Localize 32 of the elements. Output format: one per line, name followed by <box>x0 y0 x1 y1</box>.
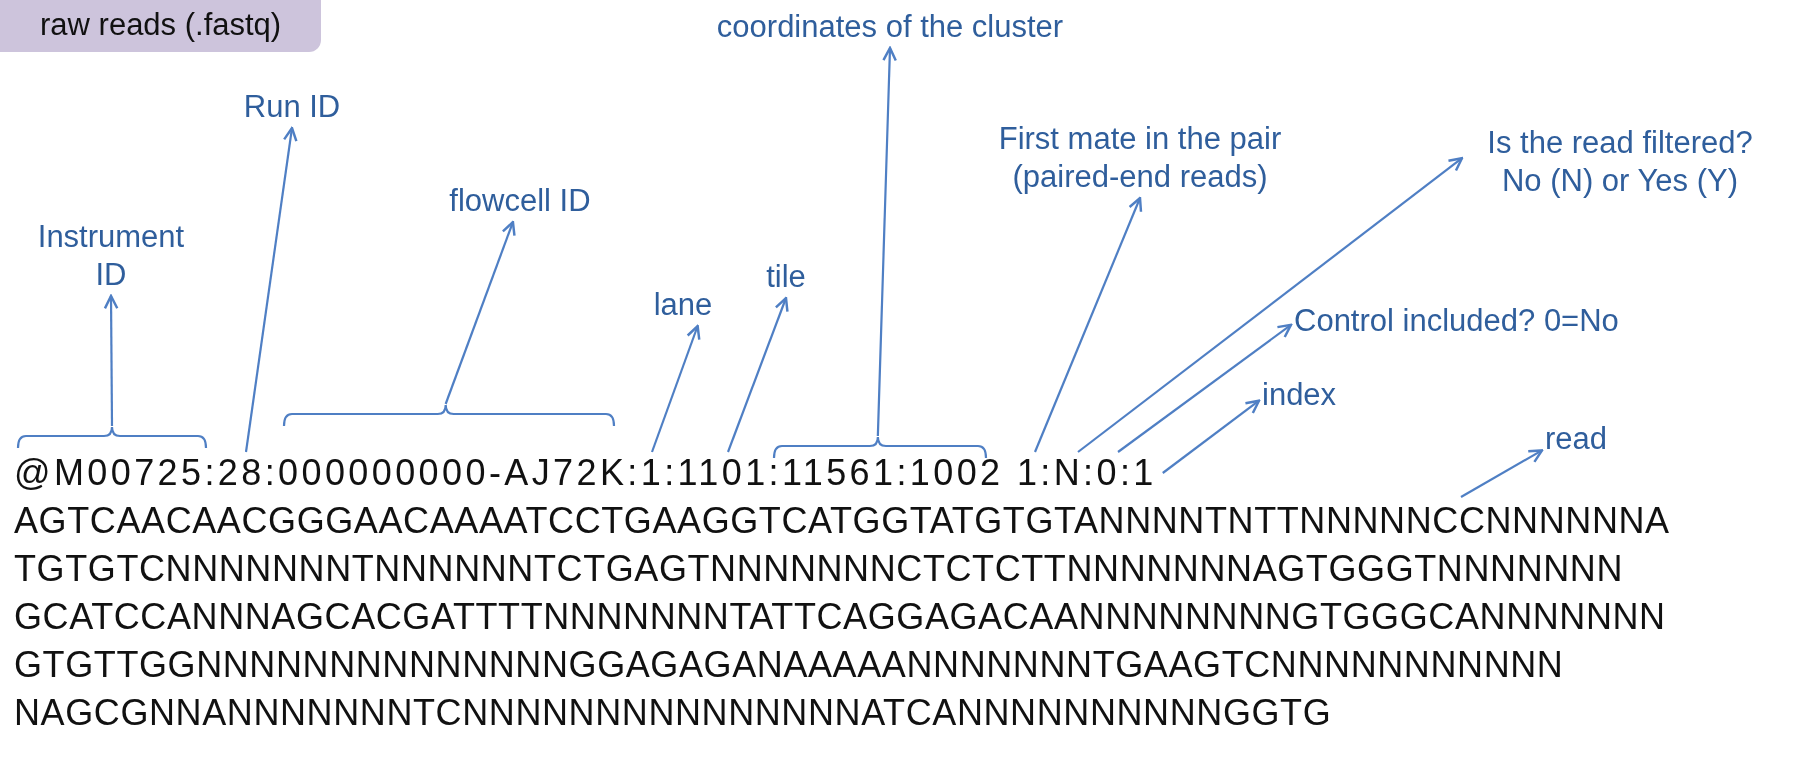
leader-arrow <box>1460 449 1544 498</box>
leader-arrow <box>726 296 789 453</box>
annotation-label: First mate in the pair (paired-end reads) <box>975 120 1305 196</box>
annotation-label: coordinates of the cluster <box>716 8 1064 46</box>
annotation-label: Instrument ID <box>26 218 196 294</box>
annotation-label: Run ID <box>243 88 341 126</box>
sequence-line: TGTGTCNNNNNNNTNNNNNNTCTGAGTNNNNNNNCTCTCTTNNNNNNNAGTGGGTNNNNNNN <box>14 547 1625 591</box>
curly-brace <box>16 426 208 448</box>
annotation-label: lane <box>653 286 713 324</box>
sequence-line: AGTCAACAACGGGAACAAAATCCTGAAGGTCATGGTATGTGTANNNNTNTTNNNNNCCNNNNNNA <box>14 499 1670 543</box>
leader-arrow <box>444 220 516 405</box>
sequence-line: GCATCCANNNAGCACGATTTTNNNNNNNTATTCAGGAGACAANNNNNNNNGTGGGCANNNNNNN <box>14 595 1667 639</box>
annotation-label: read <box>1545 420 1608 458</box>
annotation-label: tile <box>766 258 806 296</box>
annotation-label: Control included? 0=No <box>1294 302 1619 340</box>
leader-arrow <box>244 126 298 453</box>
leader-arrow <box>1162 399 1261 474</box>
read-header-text: @M00725:28:000000000-AJ72K:1:1101:11561:1002 1:N:0:1 <box>14 452 1157 494</box>
annotation-label: index <box>1262 376 1337 414</box>
annotation-label: Is the read filtered? No (N) or Yes (Y) <box>1465 124 1775 200</box>
annotation-label: flowcell ID <box>449 182 591 220</box>
sequence-line: GTGTTGGNNNNNNNNNNNNNNGGAGAGANAAAAANNNNNNNTGAAGTCNNNNNNNNNNN <box>14 643 1565 687</box>
curly-brace <box>282 404 616 426</box>
leader-arrow <box>876 46 897 437</box>
curly-brace <box>772 436 988 458</box>
sequence-line: NAGCGNNANNNNNNNTCNNNNNNNNNNNNNNNATCANNNNNNNNNNGGTG <box>14 691 1333 735</box>
leader-arrow <box>650 324 701 453</box>
leader-arrow <box>1077 156 1464 453</box>
leader-arrow <box>1034 196 1143 453</box>
leader-arrow <box>1117 323 1293 453</box>
title-tab: raw reads (.fastq) <box>0 0 322 52</box>
leader-arrow <box>103 294 119 426</box>
